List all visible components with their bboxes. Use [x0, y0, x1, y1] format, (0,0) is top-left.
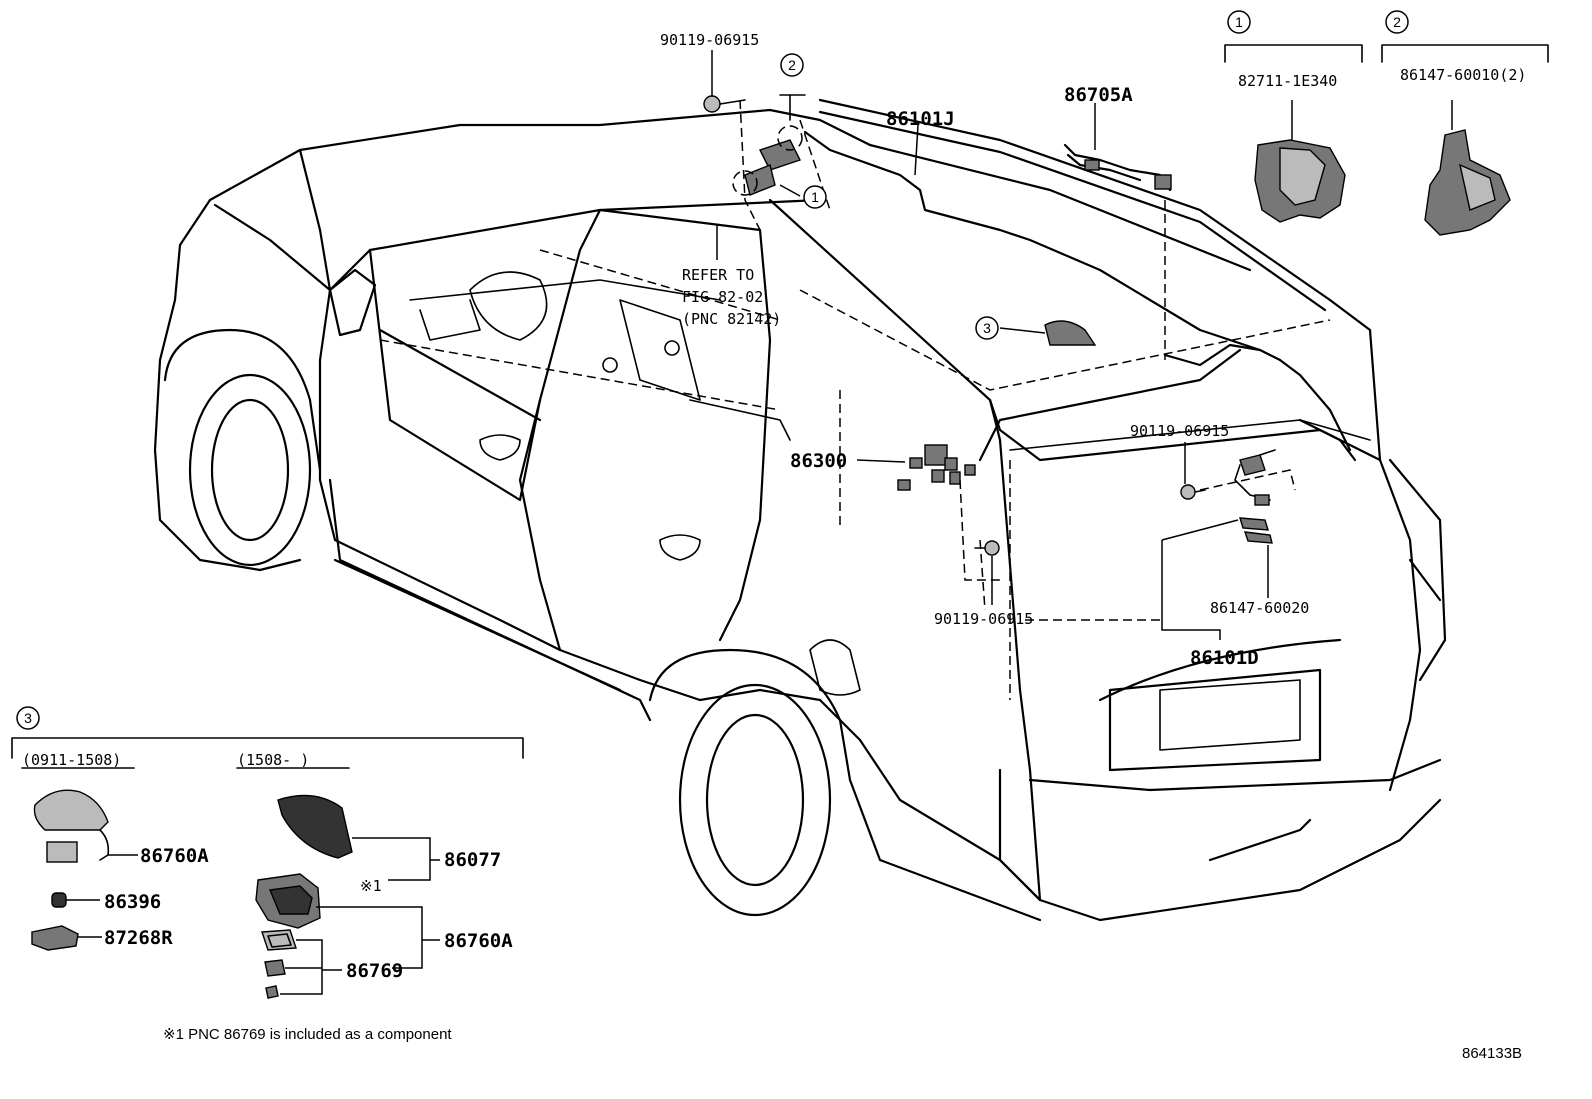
callout-3-inset: 3: [24, 710, 32, 726]
diagram-id: 864133B: [1462, 1045, 1522, 1062]
refer-line-2: FIG 82-02: [682, 288, 763, 306]
vehicle-outline: [153, 98, 1447, 922]
note-mark-1: ※1: [360, 877, 382, 895]
roof-front-clips: [703, 94, 806, 196]
part-labels: 90119-06915 86101J 86705A 82711-1E340 86…: [660, 31, 1526, 669]
callout-circles: 2 1 3 1 2 3: [16, 10, 1409, 730]
label-86396: 86396: [104, 891, 161, 913]
callout-1-header: 1: [1235, 14, 1243, 30]
inset-period-b: (1508- ): [237, 751, 309, 769]
callout-2-top: 2: [788, 57, 796, 73]
footnote: ※1 PNC 86769 is included as a component: [163, 1026, 452, 1043]
refer-line-3: (PNC 82142): [682, 310, 781, 328]
inset-period-a: (0911-1508): [22, 751, 121, 769]
label-86760A-new: 86760A: [444, 930, 513, 952]
label-bolt-right: 90119-06915: [1130, 422, 1229, 440]
label-86077: 86077: [444, 849, 501, 871]
label-86300: 86300: [790, 450, 847, 472]
label-86705A: 86705A: [1064, 84, 1133, 106]
label-86147-60010: 86147-60010(2): [1400, 66, 1526, 84]
label-86147-60020: 86147-60020: [1210, 599, 1309, 617]
label-86101J: 86101J: [886, 108, 955, 130]
callout-2-header: 2: [1393, 14, 1401, 30]
amplifier-86300: [897, 444, 976, 491]
refer-line-1: REFER TO: [682, 266, 754, 284]
leader-lines: [711, 50, 1269, 640]
rear-connectors: [974, 449, 1276, 556]
callout-3-roof: 3: [983, 320, 991, 336]
label-bolt-bottom: 90119-06915: [934, 610, 1033, 628]
label-86760A-old: 86760A: [140, 845, 209, 867]
part-86147-view: [1381, 44, 1549, 236]
part-82711-view: [1224, 44, 1363, 223]
label-86101D: 86101D: [1190, 647, 1259, 669]
label-87268R: 87268R: [104, 927, 173, 949]
roof-antenna-3: [1044, 320, 1097, 346]
label-86769: 86769: [346, 960, 403, 982]
cord-86705A: [1063, 143, 1172, 192]
label-82711: 82711-1E340: [1238, 72, 1337, 90]
inset-detail: (0911-1508) (1508- ) 86760A 86396 87268R…: [11, 737, 524, 999]
label-bolt-top: 90119-06915: [660, 31, 759, 49]
dashed-routing-lines: [379, 99, 1331, 700]
callout-1-roof: 1: [811, 189, 819, 205]
roof-antenna-cord-86101J: [803, 130, 1357, 462]
